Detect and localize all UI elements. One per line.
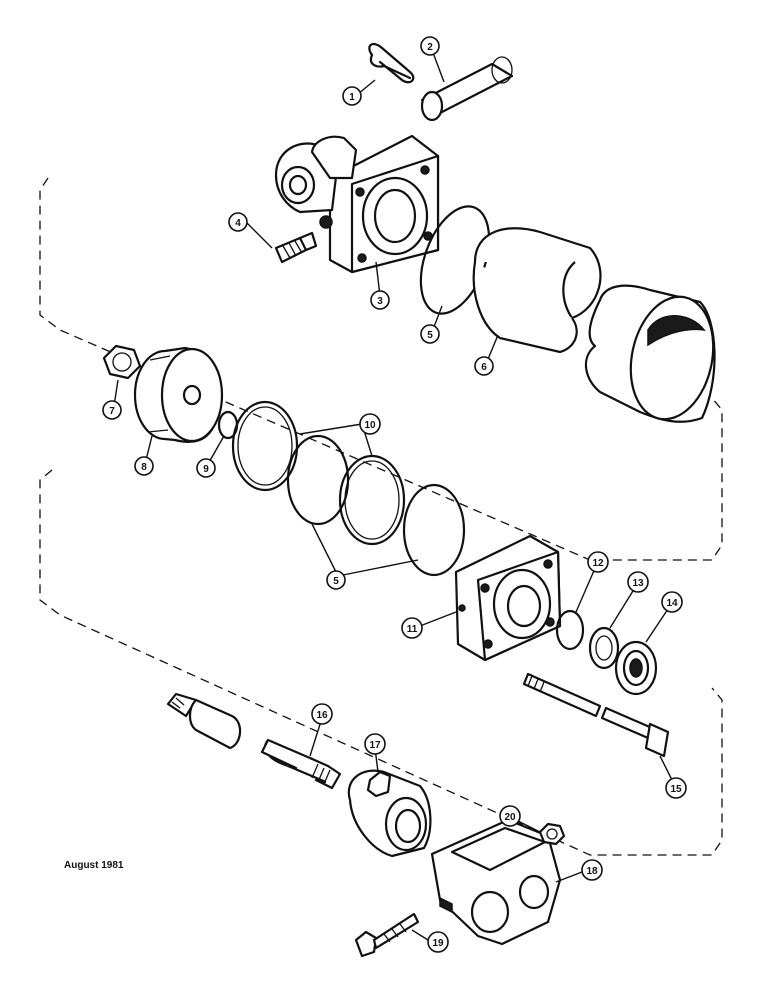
gland-washer [588,626,620,670]
svg-text:8: 8 [141,462,147,473]
svg-text:16: 16 [316,710,328,721]
o-ring-gland [555,609,585,651]
o-ring-lower [402,483,466,577]
callout-3: 3 [370,290,390,310]
callout-6: 6 [474,356,494,376]
cylinder-pin [420,56,514,122]
tie-bolt [522,672,670,758]
hair-pin-clip [368,42,415,84]
callout-17: 17 [364,733,386,755]
svg-text:17: 17 [369,740,381,751]
callout-16: 16 [311,703,333,725]
callout-18: 18 [581,859,603,881]
cap-screw [354,912,420,958]
callout-7: 7 [102,400,122,420]
svg-text:9: 9 [203,464,209,475]
callout-12: 12 [587,551,609,573]
cylinder-gland [454,534,562,662]
svg-text:12: 12 [592,558,604,569]
svg-text:15: 15 [670,784,682,795]
cylinder-barrel [472,227,716,423]
svg-text:5: 5 [427,330,433,341]
svg-text:10: 10 [364,420,376,431]
svg-text:7: 7 [109,406,115,417]
callout-5-lower: 5 [326,570,346,590]
callout-2: 2 [420,36,440,56]
piston-rod [166,692,342,790]
callout-1: 1 [342,86,362,106]
back-up-ring-2 [338,454,406,546]
footer-date: August 1981 [64,860,124,871]
callout-8: 8 [134,456,154,476]
svg-text:18: 18 [586,866,598,877]
back-up-ring-1 [231,400,299,492]
svg-text:20: 20 [504,812,516,823]
svg-text:5: 5 [333,576,339,587]
callout-13: 13 [627,571,649,593]
callout-5-upper: 5 [420,324,440,344]
clevis-adapter [347,769,432,858]
clevis [430,818,562,946]
rod-end-cap [274,134,440,274]
piston [133,346,224,443]
svg-text:6: 6 [481,362,487,373]
callout-14: 14 [661,591,683,613]
svg-text:11: 11 [407,624,418,635]
svg-text:14: 14 [666,598,678,609]
callout-4: 4 [228,212,248,232]
callout-9: 9 [196,458,216,478]
svg-text:3: 3 [377,296,383,307]
svg-text:13: 13 [632,578,644,589]
piston-nut [102,344,142,380]
svg-text:2: 2 [427,42,433,53]
fitting-plug [274,231,318,264]
lower-group-outline [39,469,723,856]
o-ring-middle [286,434,350,526]
svg-text:4: 4 [235,218,241,229]
callout-20: 20 [499,805,521,827]
callout-11: 11 [401,617,423,639]
clevis-nut [538,822,566,846]
svg-text:19: 19 [432,938,444,949]
callout-19: 19 [427,931,449,953]
wiper-seal [614,640,658,696]
callout-15: 15 [665,777,687,799]
callout-10: 10 [359,413,381,435]
svg-text:1: 1 [349,92,355,103]
